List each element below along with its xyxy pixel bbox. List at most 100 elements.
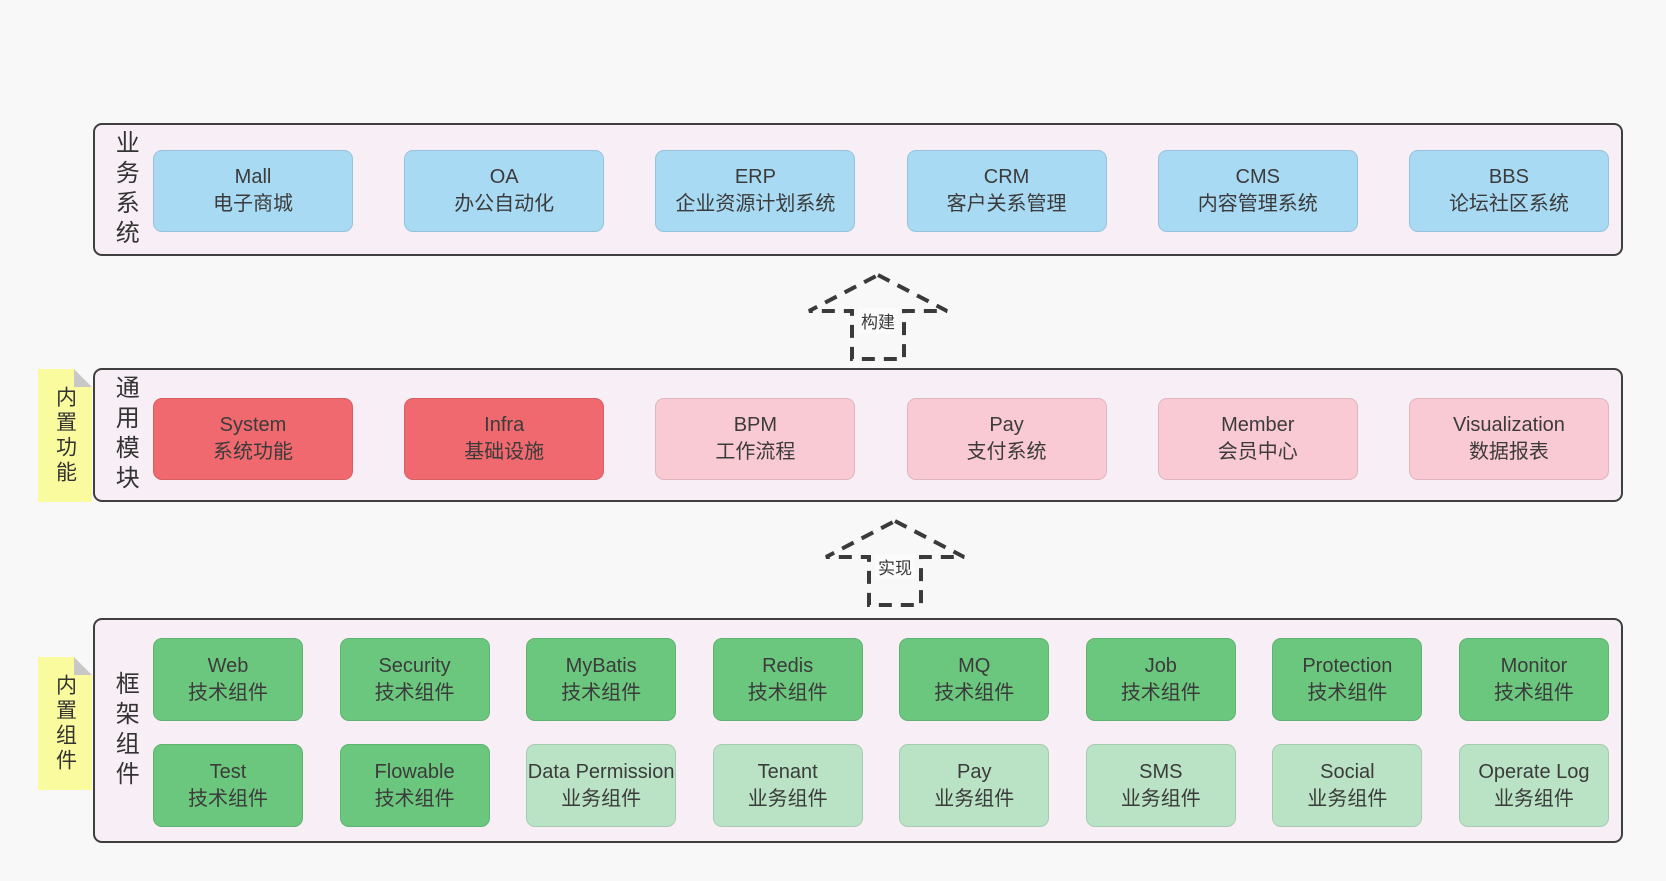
node-bbs: BBS 论坛社区系统 [1408, 150, 1609, 232]
node-title: MQ [958, 654, 991, 677]
node-tenant: Tenant 业务组件 [712, 744, 863, 827]
node-title: ERP [734, 166, 776, 188]
arrow-implement-label: 实现 [875, 554, 915, 579]
folded-corner-icon [74, 369, 92, 387]
node-subtitle: 会员中心 [1217, 441, 1298, 463]
node-title: Data Permission [527, 760, 675, 783]
node-title: Social [1320, 760, 1375, 783]
framework-components-row-1: Web 技术组件 Security 技术组件 MyBatis 技术组件 Redi… [153, 638, 1609, 721]
node-subtitle: 技术组件 [374, 787, 455, 810]
node-title: BBS [1488, 166, 1529, 188]
node-subtitle: 业务组件 [1120, 787, 1201, 810]
node-subtitle: 技术组件 [561, 681, 642, 704]
node-title: Monitor [1500, 654, 1568, 677]
node-subtitle: 系统功能 [213, 441, 293, 463]
node-subtitle: 数据报表 [1468, 441, 1549, 463]
node-title: Operate Log [1478, 760, 1590, 783]
node-subtitle: 办公自动化 [454, 193, 555, 215]
node-subtitle: 技术组件 [188, 787, 268, 810]
node-title: MyBatis [565, 654, 637, 677]
node-title: CRM [983, 166, 1030, 188]
node-protection: Protection 技术组件 [1272, 638, 1423, 721]
node-job: Job 技术组件 [1085, 638, 1236, 721]
layer-common-modules: 通用模块 System 系统功能 Infra 基础设施 BPM 工作流程 Pay… [93, 368, 1623, 502]
node-bpm: BPM 工作流程 [655, 398, 856, 480]
node-monitor: Monitor 技术组件 [1458, 638, 1609, 721]
node-title: Security [378, 654, 451, 677]
node-subtitle: 电子商城 [213, 193, 293, 215]
node-subtitle: 业务组件 [747, 787, 828, 810]
node-title: OA [489, 166, 519, 188]
node-title: Web [207, 654, 249, 677]
layer-common-modules-title: 通用模块 [95, 370, 153, 500]
node-title: SMS [1139, 760, 1183, 783]
node-subtitle: 技术组件 [1493, 681, 1574, 704]
node-title: Test [209, 760, 247, 783]
node-title: Job [1144, 654, 1177, 677]
node-data-permission: Data Permission 业务组件 [526, 744, 677, 827]
node-redis: Redis 技术组件 [712, 638, 863, 721]
node-title: Pay [989, 414, 1024, 436]
layer-business-systems: 业务系统 Mall 电子商城 OA 办公自动化 ERP 企业资源计划系统 CRM… [93, 123, 1623, 256]
node-oa: OA 办公自动化 [404, 150, 605, 232]
arrow-implement: 实现 [823, 518, 967, 608]
node-subtitle: 业务组件 [561, 787, 642, 810]
node-title: Member [1221, 414, 1295, 436]
node-mall: Mall 电子商城 [153, 150, 353, 232]
node-title: CMS [1235, 166, 1280, 188]
sticky-note-builtin-components: 内置组件 [38, 657, 92, 790]
node-subtitle: 业务组件 [1307, 787, 1388, 810]
layer-framework-components-title: 框架组件 [95, 620, 153, 841]
node-infra: Infra 基础设施 [404, 398, 605, 480]
layer-framework-components: 框架组件 Web 技术组件 Security 技术组件 MyBatis 技术组件… [93, 618, 1623, 843]
vertical-label: 框架组件 [111, 670, 139, 791]
node-sms: SMS 业务组件 [1085, 744, 1236, 827]
node-subtitle: 技术组件 [374, 681, 455, 704]
framework-components-row-2: Test 技术组件 Flowable 技术组件 Data Permission … [153, 744, 1609, 827]
sticky-label: 内置组件 [53, 673, 77, 774]
business-systems-row: Mall 电子商城 OA 办公自动化 ERP 企业资源计划系统 CRM 客户关系… [153, 150, 1609, 232]
common-modules-row: System 系统功能 Infra 基础设施 BPM 工作流程 Pay 支付系统… [153, 398, 1609, 480]
node-title: Infra [484, 414, 525, 436]
node-member: Member 会员中心 [1157, 398, 1358, 480]
node-subtitle: 客户关系管理 [946, 193, 1067, 215]
node-test: Test 技术组件 [153, 744, 303, 827]
node-title: Visualization [1452, 414, 1565, 436]
vertical-label: 通用模块 [111, 375, 139, 495]
node-title: Protection [1302, 654, 1393, 677]
node-subtitle: 基础设施 [464, 441, 545, 463]
node-web: Web 技术组件 [153, 638, 303, 721]
node-subtitle: 业务组件 [934, 787, 1015, 810]
node-subtitle: 支付系统 [966, 441, 1047, 463]
node-erp: ERP 企业资源计划系统 [655, 150, 856, 232]
sticky-label: 内置功能 [53, 385, 77, 486]
node-cms: CMS 内容管理系统 [1157, 150, 1358, 232]
node-subtitle: 论坛社区系统 [1448, 193, 1569, 215]
node-title: Tenant [757, 760, 818, 783]
node-subtitle: 技术组件 [188, 681, 268, 704]
node-pay-component: Pay 业务组件 [899, 744, 1050, 827]
node-subtitle: 工作流程 [715, 441, 796, 463]
node-operate-log: Operate Log 业务组件 [1458, 744, 1609, 827]
node-title: Pay [957, 760, 992, 783]
folded-corner-icon [74, 657, 92, 675]
node-mq: MQ 技术组件 [899, 638, 1050, 721]
node-subtitle: 企业资源计划系统 [675, 193, 836, 215]
node-title: Mall [234, 166, 272, 188]
node-title: Flowable [374, 760, 455, 783]
node-title: System [219, 414, 287, 436]
vertical-label: 业务系统 [111, 129, 139, 250]
node-pay-system: Pay 支付系统 [906, 398, 1107, 480]
arrow-build-label: 构建 [858, 308, 898, 333]
node-title: Redis [762, 654, 814, 677]
node-crm: CRM 客户关系管理 [906, 150, 1107, 232]
node-subtitle: 技术组件 [934, 681, 1015, 704]
node-social: Social 业务组件 [1272, 744, 1423, 827]
node-title: BPM [733, 414, 778, 436]
node-mybatis: MyBatis 技术组件 [526, 638, 677, 721]
layer-business-systems-title: 业务系统 [95, 125, 153, 254]
node-security: Security 技术组件 [339, 638, 490, 721]
sticky-note-builtin-features: 内置功能 [38, 369, 92, 502]
arrow-build: 构建 [806, 272, 950, 362]
